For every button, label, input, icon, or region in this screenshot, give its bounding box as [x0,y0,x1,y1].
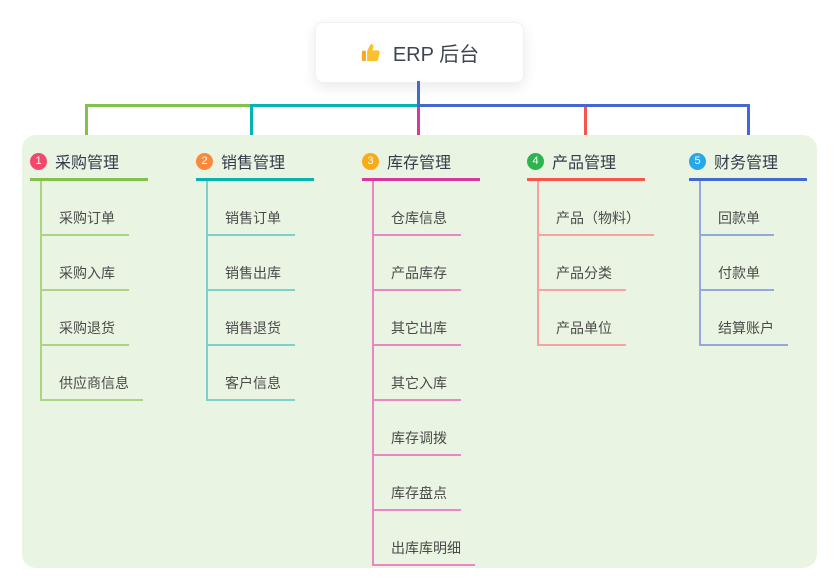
branch-sales: 2 销售管理 销售订单 销售出库 销售退货 客户信息 [196,149,314,401]
branch-label: 财务管理 [714,155,779,172]
child-node[interactable]: 产品（物料） [539,181,654,236]
branch-index-badge: 4 [527,152,544,170]
root-stem-line [417,81,420,105]
branch-children: 回款单 付款单 结算账户 [699,181,807,346]
child-node[interactable]: 出库库明细 [374,511,480,566]
child-node[interactable]: 产品单位 [539,291,645,346]
child-node[interactable]: 库存盘点 [374,456,480,511]
branch-children: 销售订单 销售出库 销售退货 客户信息 [206,181,314,401]
child-node[interactable]: 库存调拨 [374,401,480,456]
branch-children: 采购订单 采购入库 采购退货 供应商信息 [40,181,148,401]
branch5-drop-line [747,104,750,150]
branch5-bus-line [417,104,750,107]
branch-node-inventory[interactable]: 3 库存管理 [362,149,480,181]
root-title: ERP 后台 [392,44,480,66]
branch-children: 仓库信息 产品库存 其它出库 其它入库 库存调拨 库存盘点 出库库明细 [372,181,480,566]
child-node[interactable]: 销售订单 [208,181,314,236]
branch-purchase: 1 采购管理 采购订单 采购入库 采购退货 供应商信息 [30,149,148,401]
child-node[interactable]: 其它出库 [374,291,480,346]
branch-index-badge: 3 [362,152,379,170]
branch1-bus-line [85,104,253,107]
branch2-bus-line [250,104,420,107]
branch1-drop-line [85,104,88,150]
child-node[interactable]: 产品库存 [374,236,480,291]
branch-index-badge: 1 [30,152,47,170]
branch3-drop-line [417,104,420,150]
branch-product: 4 产品管理 产品（物料） 产品分类 产品单位 [527,149,654,346]
child-node[interactable]: 销售出库 [208,236,314,291]
child-node[interactable]: 其它入库 [374,346,480,401]
root-node[interactable]: ERP 后台 [315,22,524,83]
branch4-drop-line [584,104,587,150]
branch-index-badge: 5 [689,152,706,170]
branch2-drop-line [250,104,253,150]
child-node[interactable]: 采购订单 [42,181,148,236]
child-node[interactable]: 仓库信息 [374,181,480,236]
child-node[interactable]: 销售退货 [208,291,314,346]
branch-finance: 5 财务管理 回款单 付款单 结算账户 [689,149,807,346]
mindmap-panel [22,135,817,568]
child-node[interactable]: 供应商信息 [42,346,148,401]
child-node[interactable]: 结算账户 [701,291,807,346]
branch-node-sales[interactable]: 2 销售管理 [196,149,314,181]
branch-node-finance[interactable]: 5 财务管理 [689,149,807,181]
branch-node-purchase[interactable]: 1 采购管理 [30,149,148,181]
thumbs-up-icon [360,41,383,64]
child-node[interactable]: 采购退货 [42,291,148,346]
child-node[interactable]: 客户信息 [208,346,314,401]
branch-label: 库存管理 [387,155,452,172]
branch-node-product[interactable]: 4 产品管理 [527,149,645,181]
branch-children: 产品（物料） 产品分类 产品单位 [537,181,654,346]
child-node[interactable]: 付款单 [701,236,807,291]
child-node[interactable]: 产品分类 [539,236,645,291]
child-node[interactable]: 回款单 [701,181,807,236]
branch-inventory: 3 库存管理 仓库信息 产品库存 其它出库 其它入库 库存调拨 库存盘点 出库库… [362,149,480,566]
child-node[interactable]: 采购入库 [42,236,148,291]
branch-label: 采购管理 [55,155,120,172]
branch-index-badge: 2 [196,152,213,170]
branch-label: 产品管理 [552,155,617,172]
branch-label: 销售管理 [221,155,286,172]
